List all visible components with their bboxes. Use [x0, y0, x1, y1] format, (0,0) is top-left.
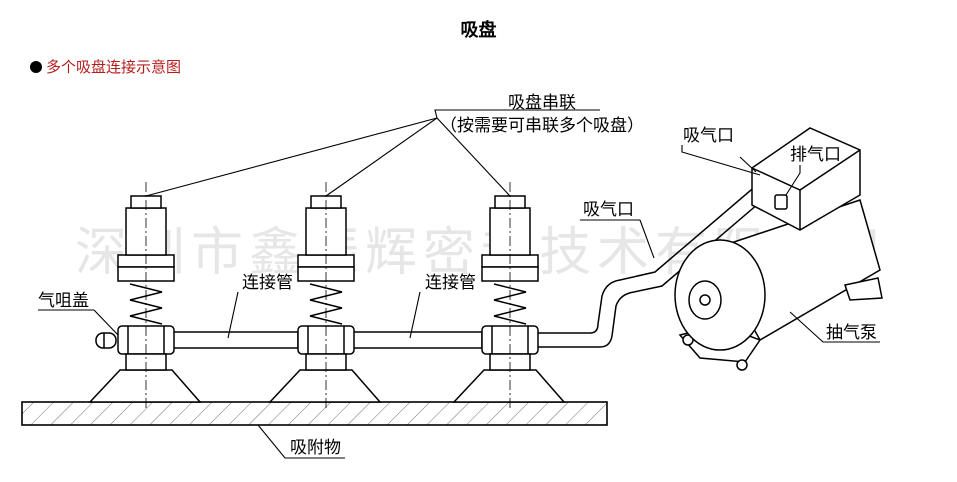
connecting-pipe-2	[351, 331, 483, 349]
suction-cup-unit-3	[452, 182, 566, 410]
suction-port-top-label: 吸气口	[683, 126, 734, 146]
section-heading-text: 多个吸盘连接示意图	[46, 58, 182, 76]
air-cap-label: 气咀盖	[38, 291, 89, 311]
page-title: 吸盘	[460, 20, 497, 41]
section-heading: 多个吸盘连接示意图	[30, 56, 181, 77]
adsorbed-object-plate	[21, 401, 608, 426]
suction-port-pipe-label: 吸气口	[583, 200, 634, 220]
connecting-pipe-1-label: 连接管	[242, 273, 293, 293]
series-title-label: 吸盘串联	[508, 93, 576, 113]
suction-cup-unit-2	[268, 182, 382, 410]
exhaust-port-label: 排气口	[790, 145, 841, 165]
vacuum-pump-label: 抽气泵	[826, 323, 877, 343]
leader-lines	[38, 109, 880, 459]
connecting-pipe-1	[167, 331, 299, 349]
air-cap	[95, 332, 117, 349]
suction-hose	[538, 177, 773, 348]
suction-cup-unit-1	[88, 182, 202, 410]
vacuum-pump	[674, 127, 883, 371]
series-note-label: （按需要可串联多个吸盘）	[440, 116, 644, 136]
connecting-pipe-2-label: 连接管	[425, 273, 476, 293]
bullet-icon	[30, 61, 42, 73]
adsorbed-object-label: 吸附物	[290, 438, 341, 458]
